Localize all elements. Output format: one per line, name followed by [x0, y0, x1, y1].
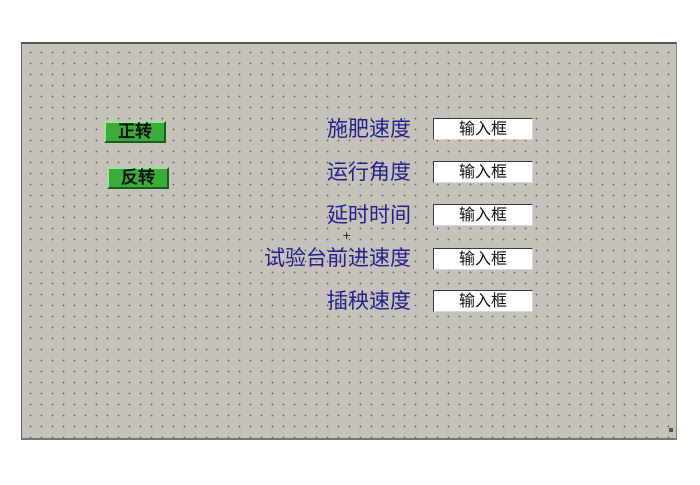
transplanting-speed-label: 插秧速度	[327, 289, 411, 313]
test-bench-forward-speed-label: 试验台前进速度	[264, 246, 411, 270]
reverse-rotation-button[interactable]: 反转	[107, 167, 169, 189]
transplanting-speed-input[interactable]: 输入框	[433, 290, 533, 312]
resize-handle[interactable]	[669, 428, 673, 432]
running-angle-label: 运行角度	[327, 160, 411, 184]
control-panel	[21, 42, 677, 440]
delay-time-label: 延时时间	[327, 203, 411, 227]
delay-time-input[interactable]: 输入框	[433, 204, 533, 226]
fertilizing-speed-label: 施肥速度	[327, 117, 411, 141]
running-angle-input[interactable]: 输入框	[433, 161, 533, 183]
fertilizing-speed-input[interactable]: 输入框	[433, 118, 533, 140]
crosshair-icon: +	[342, 229, 352, 242]
test-bench-forward-speed-input[interactable]: 输入框	[433, 248, 533, 270]
forward-rotation-button[interactable]: 正转	[104, 121, 166, 143]
